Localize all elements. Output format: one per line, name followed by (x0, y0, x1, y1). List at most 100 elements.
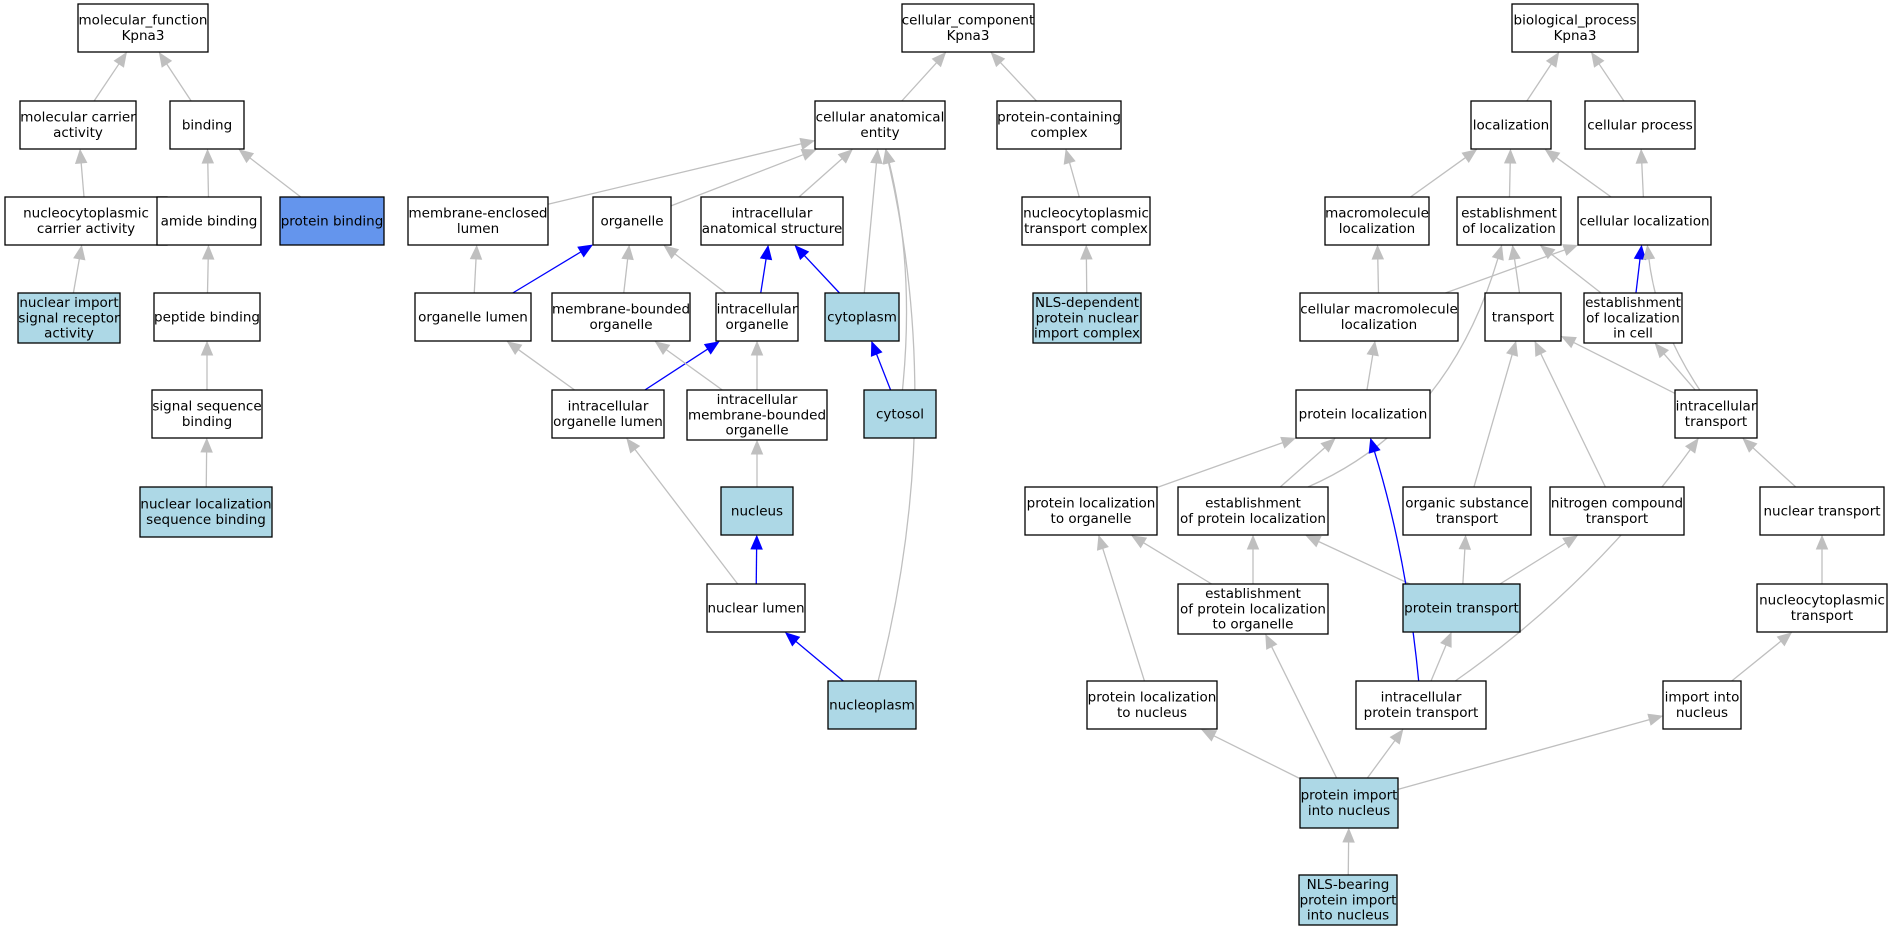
node-box[interactable] (1756, 583, 1888, 633)
node-box[interactable] (151, 389, 263, 439)
node-box[interactable] (715, 292, 799, 342)
node-box[interactable] (1484, 292, 1562, 342)
node-box[interactable] (1021, 196, 1151, 246)
node-box[interactable] (814, 100, 946, 150)
node-box[interactable] (1662, 680, 1742, 730)
node-box[interactable] (720, 486, 794, 536)
node-protbind[interactable]: protein binding (279, 196, 385, 246)
node-cellloc[interactable]: cellular localization (1577, 196, 1712, 246)
node-box[interactable] (156, 196, 262, 246)
node-box[interactable] (77, 3, 209, 53)
node-loc[interactable]: localization (1470, 100, 1552, 150)
node-box[interactable] (1549, 486, 1685, 536)
node-protloc[interactable]: protein localization (1295, 389, 1431, 439)
node-box[interactable] (1177, 486, 1329, 536)
node-box[interactable] (1470, 100, 1552, 150)
node-box[interactable] (1402, 486, 1532, 536)
node-box[interactable] (827, 680, 917, 730)
node-box[interactable] (1355, 680, 1487, 730)
node-box[interactable] (4, 196, 168, 246)
node-box[interactable] (17, 292, 121, 344)
node-box[interactable] (706, 583, 806, 633)
node-box[interactable] (551, 292, 691, 342)
node-box[interactable] (1402, 583, 1521, 633)
node-nucleoplasm[interactable]: nucleoplasm (827, 680, 917, 730)
node-box[interactable] (139, 486, 273, 538)
node-box[interactable] (1299, 777, 1399, 829)
node-organelle[interactable]: organelle (592, 196, 672, 246)
node-box[interactable] (824, 292, 900, 342)
node-nucleus[interactable]: nucleus (720, 486, 794, 536)
node-binding[interactable]: binding (169, 100, 245, 150)
node-box[interactable] (1032, 292, 1142, 344)
node-box[interactable] (996, 100, 1122, 150)
node-box[interactable] (1024, 486, 1158, 536)
node-box[interactable] (19, 100, 137, 150)
node-nlumen[interactable]: nuclear lumen (706, 583, 806, 633)
node-box[interactable] (1456, 196, 1562, 246)
node-box[interactable] (407, 196, 549, 246)
node-box[interactable] (1298, 874, 1398, 926)
node-cellproc[interactable]: cellular process (1584, 100, 1696, 150)
node-box[interactable] (863, 389, 937, 439)
node-box[interactable] (1584, 100, 1696, 150)
node-box[interactable] (1577, 196, 1712, 246)
node-box[interactable] (700, 196, 844, 246)
node-amide[interactable]: amide binding (156, 196, 262, 246)
node-box[interactable] (1674, 389, 1758, 439)
node-cytoplasm[interactable]: cytoplasm (824, 292, 900, 342)
node-box[interactable] (414, 292, 532, 342)
node-box[interactable] (1511, 3, 1639, 53)
node-olumen[interactable]: organelle lumen (414, 292, 532, 342)
node-box[interactable] (169, 100, 245, 150)
node-box[interactable] (279, 196, 385, 246)
node-box[interactable] (1177, 583, 1329, 635)
node-box[interactable] (551, 389, 665, 439)
node-prottrans[interactable]: protein transport (1402, 583, 1521, 633)
node-peptide[interactable]: peptide binding (153, 292, 261, 342)
node-box[interactable] (901, 3, 1035, 53)
node-cytosol[interactable]: cytosol (863, 389, 937, 439)
node-transport[interactable]: transport (1484, 292, 1562, 342)
node-box[interactable] (1759, 486, 1885, 536)
node-box[interactable] (153, 292, 261, 342)
node-box[interactable] (1299, 292, 1459, 342)
node-box[interactable] (592, 196, 672, 246)
node-box[interactable] (686, 389, 828, 441)
node-box[interactable] (1295, 389, 1431, 439)
node-nuctrans[interactable]: nuclear transport (1759, 486, 1885, 536)
node-box[interactable] (1583, 292, 1683, 344)
